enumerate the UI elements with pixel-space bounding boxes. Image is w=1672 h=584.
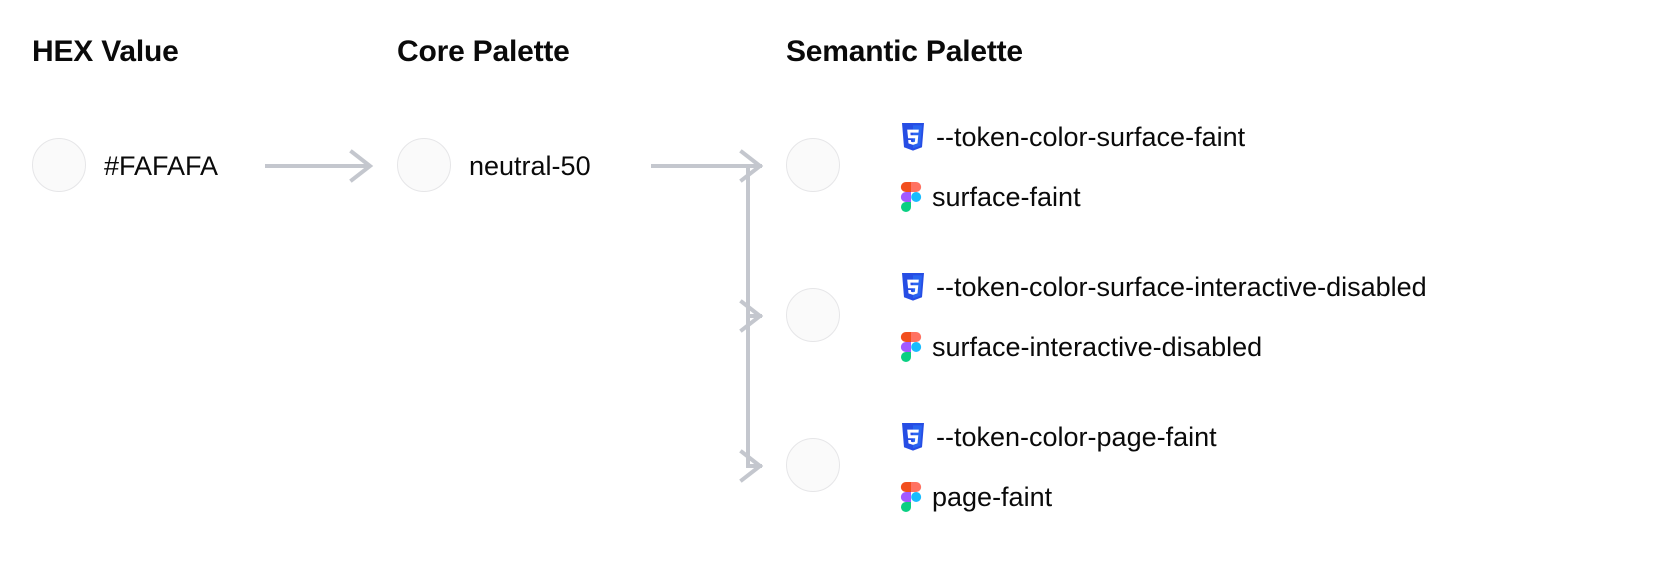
semantic-row-3-figma-token: page-faint [932, 482, 1053, 512]
core-palette-label: neutral-50 [469, 151, 591, 181]
figma-icon [900, 482, 922, 512]
swatch-hex-value[interactable] [32, 138, 86, 192]
semantic-row-3-css[interactable]: --token-color-page-faint [900, 417, 1217, 457]
figma-icon [900, 182, 922, 212]
semantic-row-2-figma[interactable]: surface-interactive-disabled [900, 327, 1427, 367]
arrow-branch-row-1 [739, 149, 764, 183]
semantic-row-2-css-token: --token-color-surface-interactive-disabl… [936, 272, 1427, 302]
column-heading-core-palette: Core Palette [397, 35, 570, 68]
css3-icon [900, 272, 926, 302]
semantic-row-2: --token-color-surface-interactive-disabl… [900, 267, 1427, 367]
figma-icon [900, 332, 922, 362]
swatch-semantic-row-1[interactable] [786, 138, 840, 192]
semantic-row-1-figma-token: surface-faint [932, 182, 1081, 212]
semantic-row-2-css[interactable]: --token-color-surface-interactive-disabl… [900, 267, 1427, 307]
semantic-row-1-css[interactable]: --token-color-surface-faint [900, 117, 1245, 157]
arrow-branch-row-2 [739, 299, 764, 333]
css3-icon [900, 122, 926, 152]
semantic-row-1: --token-color-surface-faint surface-fain… [900, 117, 1245, 217]
swatch-semantic-row-3[interactable] [786, 438, 840, 492]
column-heading-hex-value: HEX Value [32, 35, 179, 68]
semantic-row-3-css-token: --token-color-page-faint [936, 422, 1217, 452]
arrow-hex-to-core [265, 149, 374, 183]
semantic-row-3: --token-color-page-faint page-faint [900, 417, 1217, 517]
swatch-core-palette[interactable] [397, 138, 451, 192]
semantic-row-3-figma[interactable]: page-faint [900, 477, 1217, 517]
swatch-semantic-row-2[interactable] [786, 288, 840, 342]
css3-icon [900, 422, 926, 452]
semantic-row-2-figma-token: surface-interactive-disabled [932, 332, 1263, 362]
column-heading-semantic-palette: Semantic Palette [786, 35, 1023, 68]
arrow-branch-row-3 [739, 449, 764, 483]
semantic-row-1-css-token: --token-color-surface-faint [936, 122, 1246, 152]
arrow-core-to-semantic-trunk [651, 164, 752, 468]
hex-value-label: #FAFAFA [104, 151, 219, 181]
semantic-row-1-figma[interactable]: surface-faint [900, 177, 1245, 217]
